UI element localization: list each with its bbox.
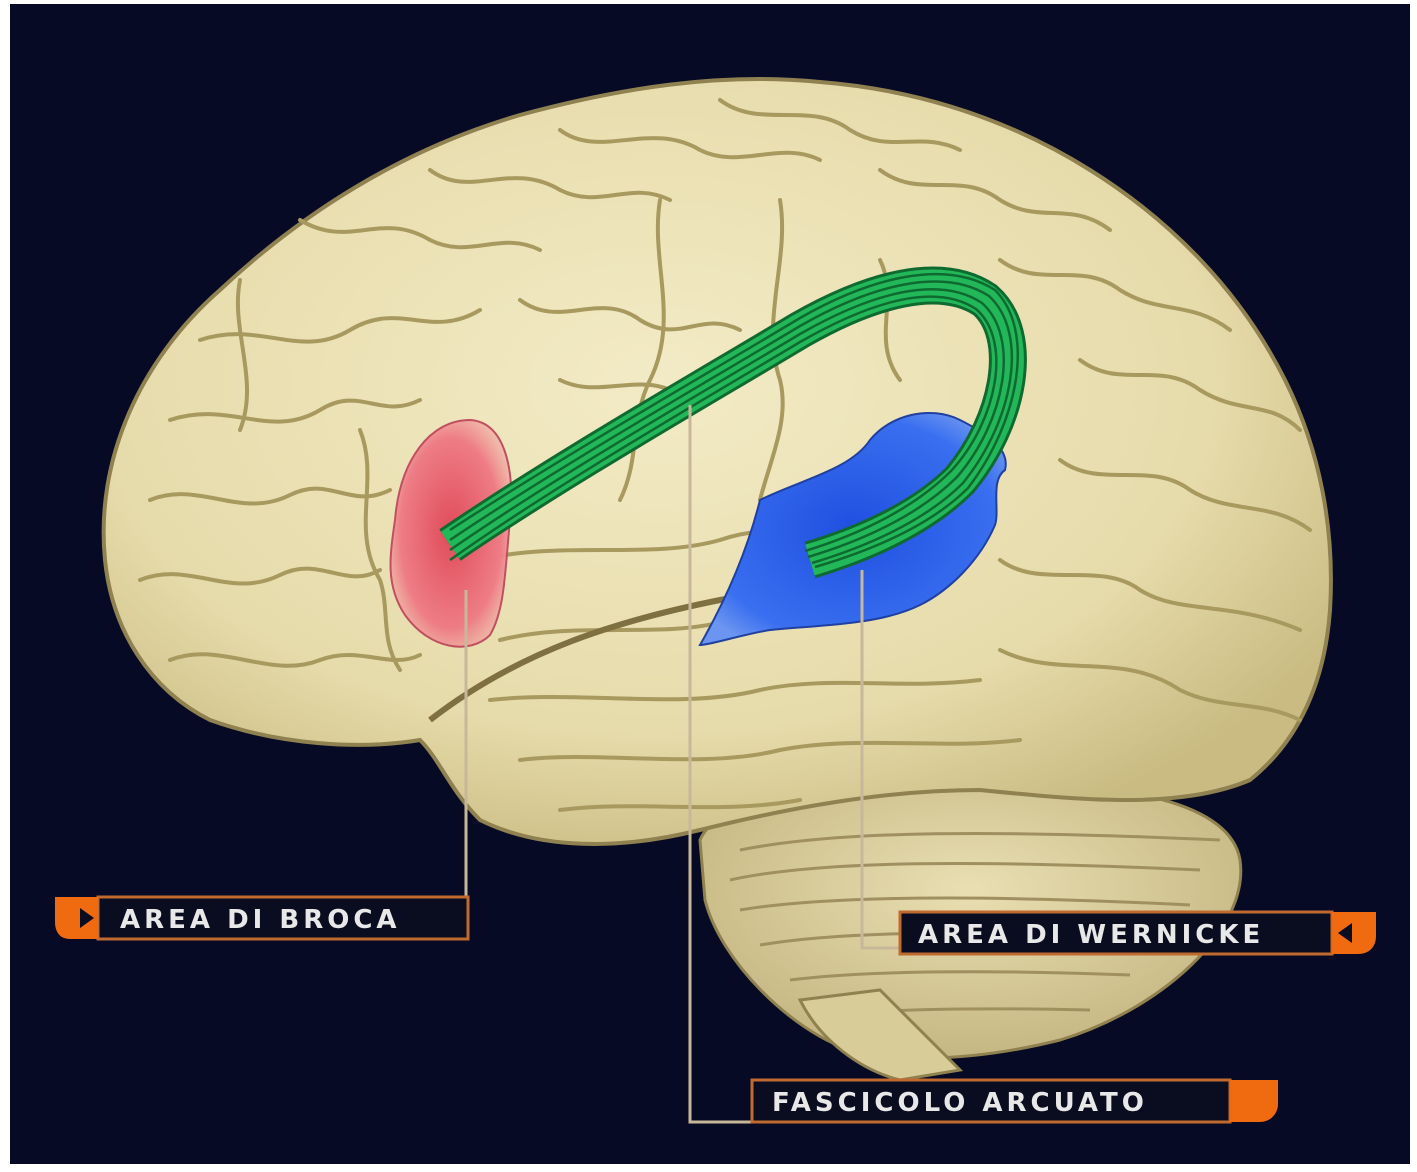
wernicke-label: AREA DI WERNICKE — [900, 912, 1376, 954]
broca-label: AREA DI BROCA — [55, 897, 468, 939]
wernicke-label-text: AREA DI WERNICKE — [918, 920, 1264, 950]
fascicolo-label-text: FASCICOLO ARCUATO — [772, 1088, 1148, 1118]
broca-label-text: AREA DI BROCA — [120, 905, 401, 935]
fascicolo-label: FASCICOLO ARCUATO — [752, 1080, 1278, 1122]
tab-icon — [1230, 1080, 1278, 1122]
